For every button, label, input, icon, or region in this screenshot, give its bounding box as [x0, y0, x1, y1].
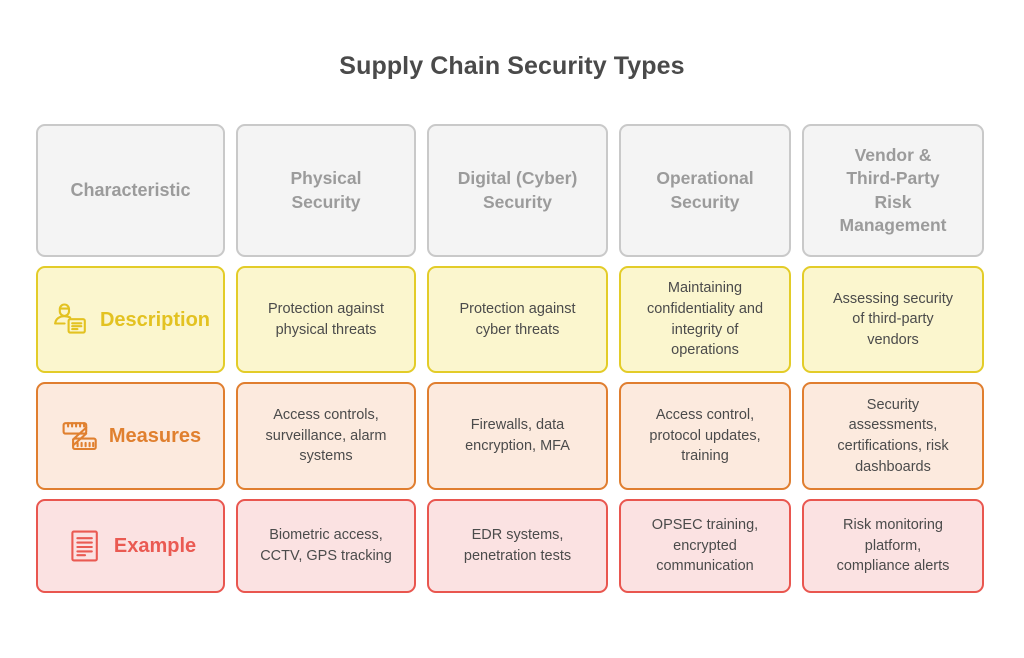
header-cell-physical-security: Physical Security: [236, 124, 416, 257]
cell-text: Access controls, surveillance, alarm sys…: [265, 407, 387, 465]
header-label: Vendor & Third-Party Risk Management: [839, 144, 947, 235]
row-label-cell-example: Example: [36, 499, 225, 593]
cell-text: Access control, protocol updates, traini…: [649, 407, 761, 465]
row-label-cell-description: Description: [36, 266, 225, 373]
table-cell: EDR systems, penetration tests: [427, 499, 608, 593]
page-title: Supply Chain Security Types: [339, 52, 685, 80]
table-row: Example Biometric access, CCTV, GPS trac…: [36, 499, 984, 593]
row-label: Description: [99, 308, 211, 331]
header-label: Physical Security: [290, 168, 362, 212]
header-cell-vendor-third-party-risk-management: Vendor & Third-Party Risk Management: [802, 124, 984, 257]
cell-text: Security assessments, certifications, ri…: [837, 396, 949, 475]
table-cell: Access control, protocol updates, traini…: [619, 382, 791, 490]
table-cell: Assessing security of third-party vendor…: [802, 266, 984, 373]
header-label: Characteristic: [70, 179, 191, 200]
cell-text: Protection against physical threats: [267, 300, 385, 338]
comparison-table: Characteristic Physical Security Digital…: [36, 124, 984, 602]
cell-text: Assessing security of third-party vendor…: [832, 290, 954, 348]
measuring-tape-icon: [60, 416, 100, 456]
table-row: Measures Access controls, surveillance, …: [36, 382, 984, 490]
row-label-cell-measures: Measures: [36, 382, 225, 490]
cell-text: Risk monitoring platform, compliance ale…: [836, 517, 950, 575]
table-header-row: Characteristic Physical Security Digital…: [36, 124, 984, 257]
table-row: Description Protection against physical …: [36, 266, 984, 373]
header-label: Operational Security: [656, 168, 754, 212]
table-cell: Access controls, surveillance, alarm sys…: [236, 382, 416, 490]
table-cell: Firewalls, data encryption, MFA: [427, 382, 608, 490]
cell-text: Firewalls, data encryption, MFA: [465, 417, 570, 454]
header-label: Digital (Cyber) Security: [457, 168, 578, 212]
table-cell: Security assessments, certifications, ri…: [802, 382, 984, 490]
row-label: Example: [113, 535, 197, 557]
table-cell: OPSEC training, encrypted communication: [619, 499, 791, 593]
cell-text: Protection against cyber threats: [459, 300, 576, 338]
cell-text: EDR systems, penetration tests: [463, 527, 572, 564]
header-cell-characteristic: Characteristic: [36, 124, 225, 257]
row-label: Measures: [108, 425, 202, 447]
header-cell-digital-cyber-security: Digital (Cyber) Security: [427, 124, 608, 257]
header-cell-operational-security: Operational Security: [619, 124, 791, 257]
cell-text: Maintaining confidentiality and integrit…: [646, 280, 764, 359]
cell-text: OPSEC training, encrypted communication: [651, 517, 759, 575]
person-document-icon: [51, 300, 91, 340]
cell-text: Biometric access, CCTV, GPS tracking: [260, 527, 392, 564]
table-cell: Maintaining confidentiality and integrit…: [619, 266, 791, 373]
table-cell: Protection against physical threats: [236, 266, 416, 373]
table-cell: Risk monitoring platform, compliance ale…: [802, 499, 984, 593]
table-cell: Biometric access, CCTV, GPS tracking: [236, 499, 416, 593]
document-lines-icon: [65, 526, 105, 566]
table-cell: Protection against cyber threats: [427, 266, 608, 373]
